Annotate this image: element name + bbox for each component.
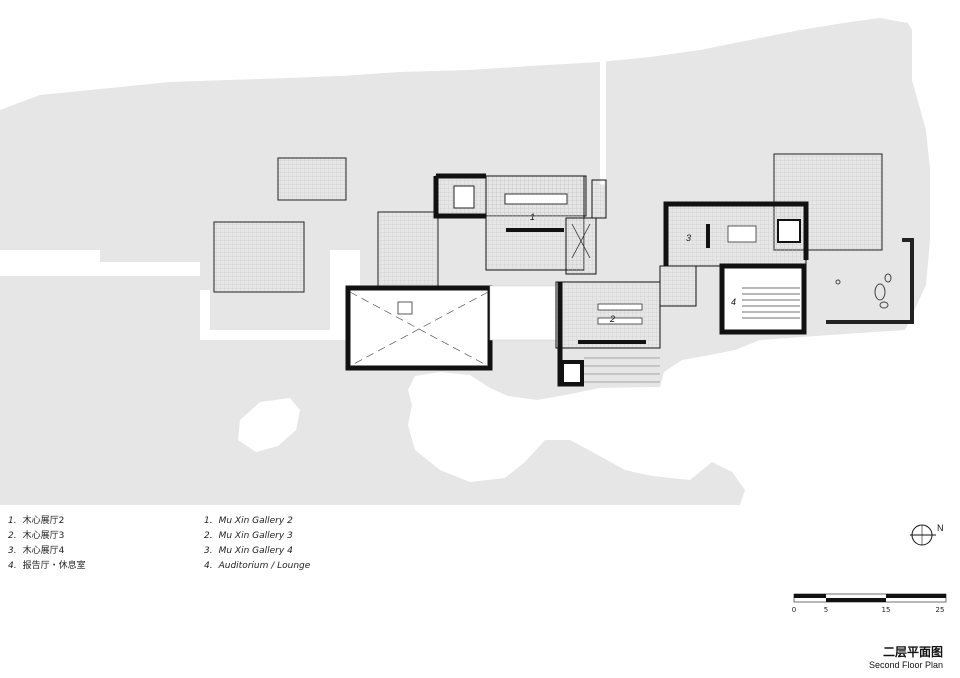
scale-label: 15 <box>881 606 891 614</box>
legend-cn-item: 2.木心展厅3 <box>8 531 65 541</box>
lake-area <box>0 18 930 505</box>
corridor <box>565 217 597 275</box>
auditorium-4 <box>719 263 807 335</box>
floor-plan-drawing: 1 2 3 4 <box>0 8 930 505</box>
drawing-title-english: Second Floor Plan <box>868 660 943 670</box>
legend-en-item: 1.Mu Xin Gallery 2 <box>204 516 293 526</box>
legend-chinese: 1.木心展厅2 2.木心展厅3 3.木心展厅4 4.报告厅・休息室 <box>8 514 86 574</box>
scale-label: 0 <box>791 606 797 614</box>
room-label-1: 1 <box>530 212 535 222</box>
legend-cn-item: 1.木心展厅2 <box>8 516 65 526</box>
scale-label: 5 <box>823 606 829 614</box>
pavilion-w <box>213 221 305 293</box>
island <box>238 398 300 452</box>
drawing-title-chinese: 二层平面图 <box>882 645 943 659</box>
north-label: N <box>937 523 944 533</box>
gallery-2 <box>555 281 661 387</box>
bridge <box>489 285 557 341</box>
garden-stones <box>835 273 892 309</box>
room-label-4: 4 <box>731 297 736 307</box>
scale-bar: 0 5 15 25 <box>790 590 950 620</box>
scale-label: 25 <box>935 606 945 614</box>
legend-en-item: 3.Mu Xin Gallery 4 <box>204 546 293 556</box>
room-label-2: 2 <box>609 314 615 324</box>
gallery-3 <box>663 201 809 267</box>
north-pier <box>600 8 606 185</box>
legend-en-item: 4.Auditorium / Lounge <box>204 561 311 571</box>
legend-cn-item: 4.报告厅・休息室 <box>8 561 86 571</box>
garden-wall <box>826 238 914 324</box>
pavilion-nw <box>277 157 347 201</box>
legend-english: 1.Mu Xin Gallery 2 2.Mu Xin Gallery 3 3.… <box>204 514 310 574</box>
room-label-3: 3 <box>686 233 691 243</box>
north-arrow-icon: N <box>910 523 944 546</box>
west-hall <box>345 285 493 371</box>
land-band <box>0 250 360 340</box>
legend-en-item: 2.Mu Xin Gallery 3 <box>204 531 293 541</box>
link-corridor <box>659 265 697 307</box>
terrace-west <box>377 211 439 287</box>
legend-cn-item: 3.木心展厅4 <box>8 546 65 556</box>
